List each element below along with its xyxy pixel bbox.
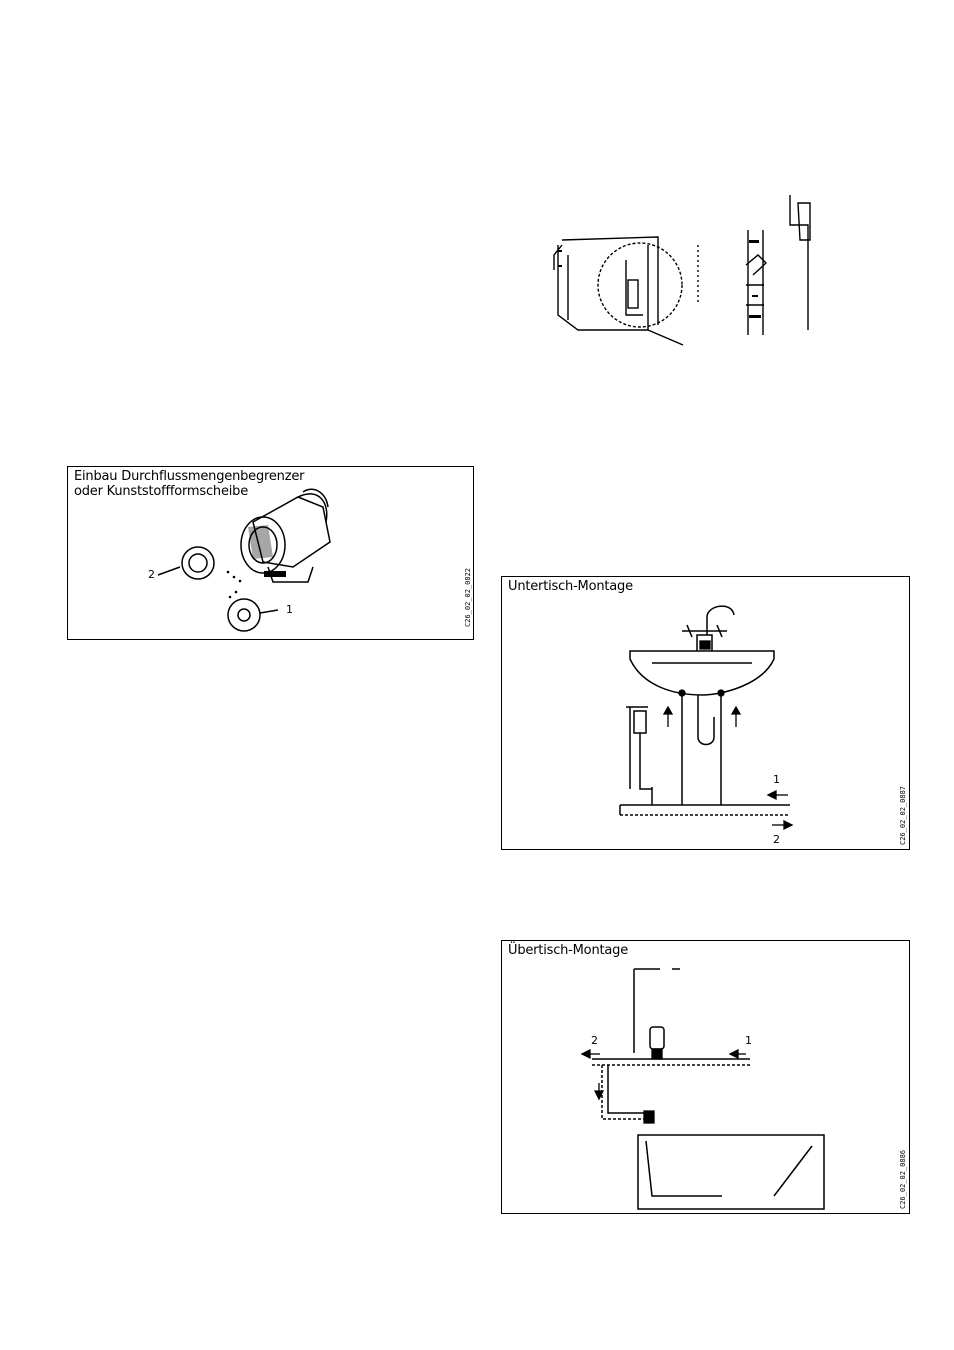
over-sink-figure: Übertisch-Montage C26_02_02_0886	[501, 940, 910, 1214]
over-sink-callout-2: 2	[591, 1034, 598, 1047]
flow-limiter-drawing	[68, 467, 475, 641]
flow-limiter-callout-2: 2	[148, 568, 155, 581]
wall-mount-detail-drawing	[548, 185, 818, 350]
wall-mount-detail-svg	[548, 185, 818, 350]
over-sink-callout-1: 1	[745, 1034, 752, 1047]
over-sink-drawing	[502, 941, 911, 1215]
flow-limiter-figure: Einbau Durchflussmengenbegrenzer oder Ku…	[67, 466, 474, 640]
under-sink-figure: Untertisch-Montage C26_02_02_0887	[501, 576, 910, 850]
under-sink-drawing	[502, 577, 911, 851]
under-sink-callout-1: 1	[773, 773, 780, 786]
under-sink-callout-2: 2	[773, 833, 780, 846]
flow-limiter-callout-1: 1	[286, 603, 293, 616]
